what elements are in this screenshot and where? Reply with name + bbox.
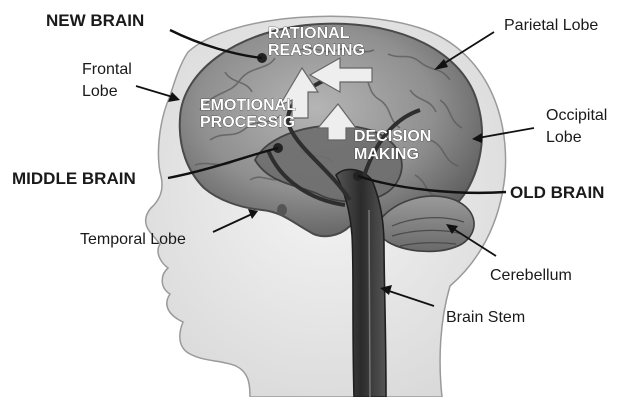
occipital-lobe-label-line2: Lobe bbox=[546, 129, 582, 146]
middle-brain-label: MIDDLE BRAIN bbox=[12, 169, 136, 188]
old-brain-label: OLD BRAIN bbox=[510, 183, 604, 202]
decision-label-line2: MAKING bbox=[354, 146, 419, 163]
rational-label-line1: RATIONAL bbox=[268, 25, 350, 42]
brain-stem-label: Brain Stem bbox=[446, 309, 525, 326]
emotional-label-line1: EMOTIONAL bbox=[200, 97, 296, 114]
frontal-lobe-leader bbox=[136, 86, 176, 98]
amygdala-dot bbox=[277, 204, 287, 216]
emotional-label-line2: PROCESSIG bbox=[200, 114, 295, 131]
decision-label-line1: DECISION bbox=[354, 128, 431, 145]
occipital-lobe-label-line1: Occipital bbox=[546, 107, 607, 124]
frontal-lobe-label-line1: Frontal bbox=[82, 61, 132, 78]
cerebellum-label: Cerebellum bbox=[490, 267, 572, 284]
temporal-lobe-label: Temporal Lobe bbox=[80, 231, 186, 248]
rational-label-line2: REASONING bbox=[268, 42, 365, 59]
parietal-lobe-label: Parietal Lobe bbox=[504, 17, 598, 34]
new-brain-label: NEW BRAIN bbox=[46, 11, 144, 30]
spinal-cord-line bbox=[369, 210, 370, 397]
frontal-lobe-label-line2: Lobe bbox=[82, 83, 118, 100]
